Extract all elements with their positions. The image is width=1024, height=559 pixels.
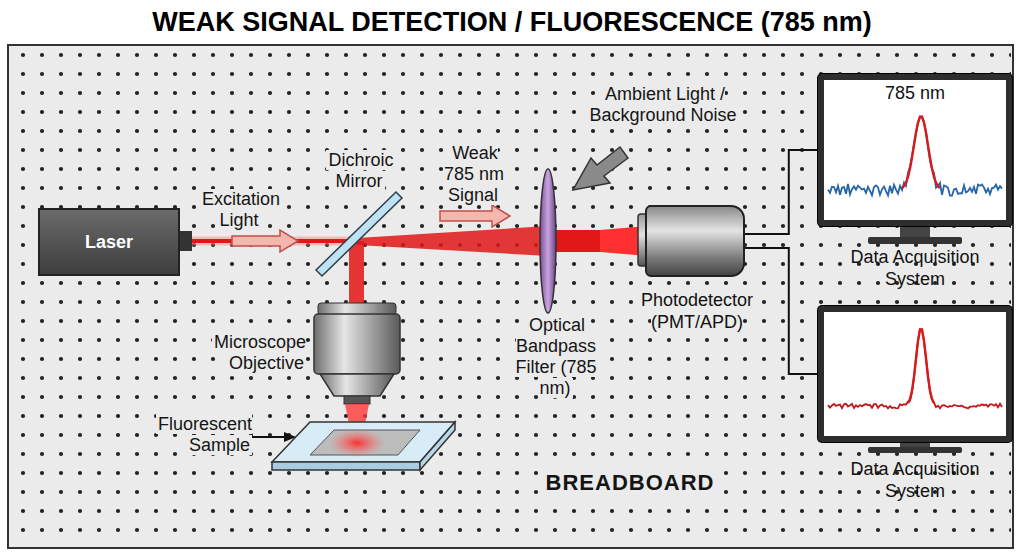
filter-label: Optical Bandpass Filter (785 nm) (504, 315, 608, 399)
noise-trace (828, 117, 1002, 196)
monitor-screen: Data Acquisition System (818, 306, 1012, 442)
excitation-arrow (232, 230, 298, 252)
monitor-caption: Data Acquisition System (830, 246, 1000, 290)
slide-side (420, 422, 455, 470)
bandpass-filter (540, 169, 556, 313)
excitation-label: Excitation Light (185, 189, 295, 231)
objective-lens (344, 396, 370, 404)
node-caption: Photodetector (PMT/APD) (622, 289, 772, 333)
slide-edge (272, 462, 420, 470)
label-text: Ambient Light / Background Noise (589, 84, 738, 125)
signal-label: Weak 785 nm Signal (438, 143, 510, 206)
peak-trace (908, 330, 934, 404)
signal-arrow (440, 205, 510, 227)
monitor-base (868, 237, 962, 244)
monitor-screen: 785 nmData Acquisition System (818, 74, 1012, 226)
monitor-base (868, 447, 962, 453)
objective-body (314, 314, 400, 374)
noise-label: Ambient Light / Background Noise (577, 84, 752, 126)
label-text: Microscope Objective (212, 332, 306, 373)
label-text: Excitation Light (200, 189, 280, 230)
photodetector: Photodetector (PMT/APD) (645, 205, 745, 277)
objective-collar (318, 303, 396, 315)
objective-nose (320, 374, 394, 396)
peak-label: 785 nm (824, 82, 1006, 104)
fluorescence-glow (329, 429, 385, 457)
mirror-label: Dichroic Mirror (315, 150, 405, 192)
breadboard-label: BREADBOARD (520, 470, 740, 496)
laser-aperture (180, 231, 192, 251)
sample-label: Fluorescent Sample (148, 414, 252, 456)
breadboard-panel (8, 45, 1013, 548)
monitor-stand (900, 225, 930, 238)
label-text: Dichroic Mirror (326, 150, 393, 191)
monitor-caption: Data Acquisition System (830, 458, 1000, 502)
label-text: Optical Bandpass Filter (785 nm) (515, 315, 596, 398)
ambient-arrow (573, 147, 628, 190)
laser-box: Laser (38, 208, 180, 276)
label-text: BREADBOARD (544, 470, 717, 495)
dichroic-mirror (316, 192, 402, 276)
leader-line (252, 436, 286, 438)
peak-trace (902, 117, 940, 188)
focused-beam (349, 241, 364, 307)
label-text: Weak 785 nm Signal (444, 143, 504, 205)
title: WEAK SIGNAL DETECTION / FLUORESCENCE (78… (0, 3, 1024, 41)
leader-arrow (284, 432, 296, 442)
signal-cable (745, 248, 818, 374)
label-text: Fluorescent Sample (156, 414, 252, 455)
breadboard-holes (10, 47, 1011, 546)
spectrum-plot (824, 312, 1006, 436)
signal-beam (357, 226, 548, 256)
objective-label: Microscope Objective (194, 332, 306, 374)
signal-cable (745, 150, 818, 234)
noise-trace (828, 330, 1002, 409)
caption-text: Photodetector (PMT/APD) (641, 290, 753, 332)
node-text: Laser (85, 232, 133, 253)
